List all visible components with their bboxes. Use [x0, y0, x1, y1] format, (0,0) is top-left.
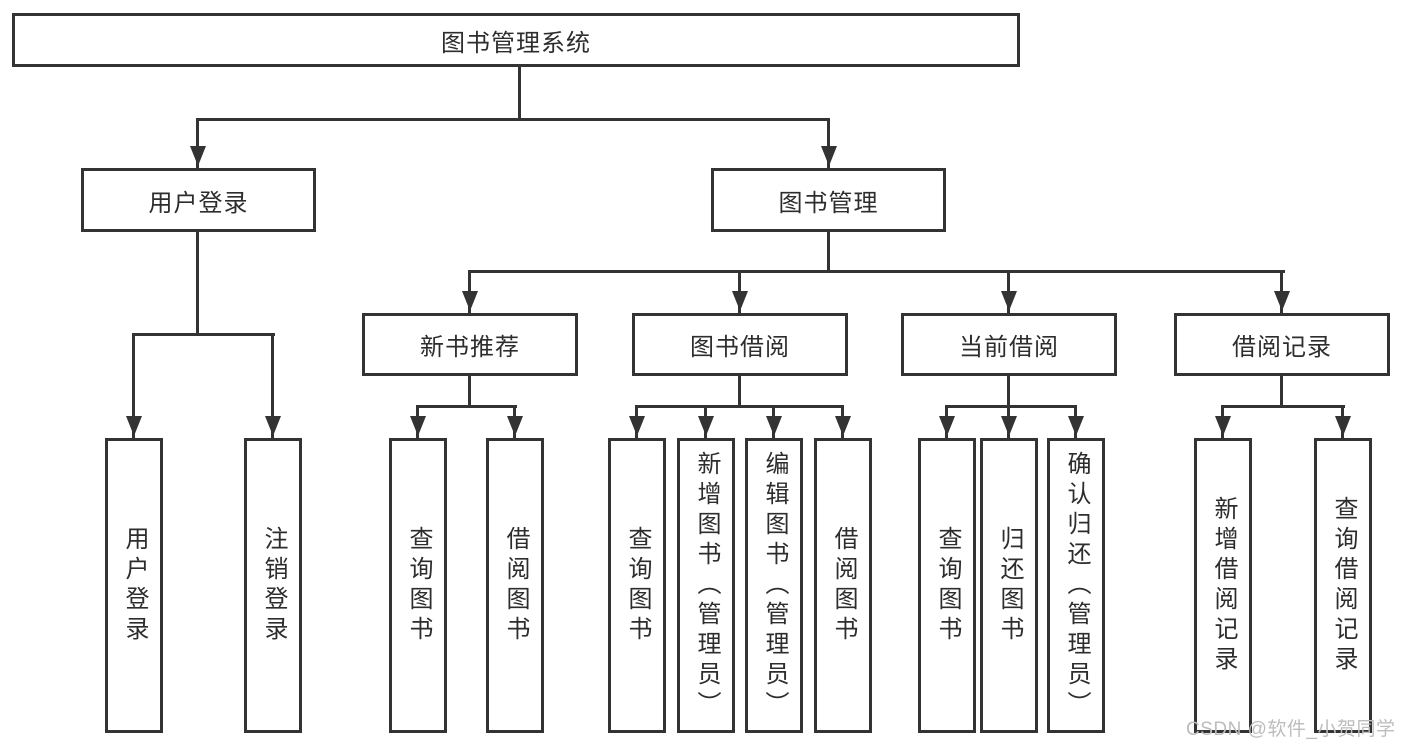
connector-book-stem — [827, 232, 830, 273]
leaf-label: 用户登录 — [121, 525, 148, 646]
arrowhead-down-icon — [1335, 416, 1351, 436]
leaf-label: 查询图书 — [934, 525, 961, 646]
node-book-management: 图书管理 — [711, 168, 946, 232]
arrowhead-down-icon — [462, 291, 478, 311]
connector-records-stem — [1280, 376, 1283, 408]
arrowhead-down-icon — [939, 416, 955, 436]
leaf-label: 新增借阅记录 — [1210, 495, 1237, 676]
node-label: 图书管理系统 — [441, 29, 591, 57]
arrowhead-down-icon — [732, 291, 748, 311]
node-new-book-recommend: 新书推荐 — [362, 313, 578, 376]
connector-current-stem — [1007, 376, 1010, 408]
connector-current-rail — [945, 405, 1077, 408]
connector-records-rail — [1221, 405, 1345, 408]
connector-borrow-rail — [635, 405, 844, 408]
node-book-borrow: 图书借阅 — [632, 313, 848, 376]
arrowhead-down-icon — [410, 416, 426, 436]
node-current-borrow: 当前借阅 — [901, 313, 1117, 376]
node-label: 借阅记录 — [1232, 334, 1332, 361]
leaf-label: 查询图书 — [405, 525, 432, 646]
arrowhead-down-icon — [507, 416, 523, 436]
arrowhead-down-icon — [126, 416, 142, 436]
leaf-label: 查询借阅记录 — [1330, 495, 1357, 676]
node-label: 新书推荐 — [420, 334, 520, 361]
leaf-label: 注销登录 — [260, 525, 287, 646]
node-label: 图书管理 — [778, 189, 879, 217]
arrowhead-down-icon — [1215, 416, 1231, 436]
leaf-borrow-books-recommend: 借阅图书 — [486, 438, 544, 733]
leaf-query-books-borrow: 查询图书 — [608, 438, 666, 733]
connector-root-rail — [197, 118, 830, 121]
arrowhead-down-icon — [821, 146, 837, 166]
leaf-label: 查询图书 — [624, 525, 651, 646]
arrowhead-down-icon — [1068, 416, 1084, 436]
arrowhead-down-icon — [1001, 291, 1017, 311]
arrowhead-down-icon — [190, 146, 206, 166]
connector-to-book-management — [827, 118, 830, 168]
leaf-label: 编辑图书（管理员） — [761, 450, 788, 721]
leaf-query-books-recommend: 查询图书 — [389, 438, 447, 733]
leaf-confirm-return-admin: 确认归还（管理员） — [1047, 438, 1105, 733]
leaf-label: 新增图书（管理员） — [693, 450, 720, 721]
leaf-edit-books-admin: 编辑图书（管理员） — [745, 438, 803, 733]
csdn-watermark: CSDN @软件_小贺同学 — [1186, 719, 1396, 740]
arrowhead-down-icon — [629, 416, 645, 436]
connector-recommend-stem — [468, 376, 471, 408]
leaf-query-borrow-record: 查询借阅记录 — [1314, 438, 1372, 733]
arrowhead-down-icon — [698, 416, 714, 436]
leaf-logout: 注销登录 — [244, 438, 302, 733]
leaf-label: 确认归还（管理员） — [1063, 450, 1090, 721]
arrowhead-down-icon — [265, 416, 281, 436]
node-library-management-system: 图书管理系统 — [12, 13, 1020, 67]
connector-user-stem — [196, 232, 199, 336]
connector-to-user-login — [196, 118, 199, 168]
leaf-label: 归还图书 — [996, 525, 1023, 646]
leaf-return-books: 归还图书 — [980, 438, 1038, 733]
leaf-user-login: 用户登录 — [105, 438, 163, 733]
connector-borrow-stem — [738, 376, 741, 408]
leaf-add-borrow-record: 新增借阅记录 — [1194, 438, 1252, 733]
leaf-label: 借阅图书 — [502, 525, 529, 646]
arrowhead-down-icon — [835, 416, 851, 436]
connector-user-rail — [132, 333, 275, 336]
node-user-login: 用户登录 — [81, 168, 316, 232]
node-label: 图书借阅 — [690, 334, 790, 361]
connector-book-rail — [468, 270, 1285, 273]
arrowhead-down-icon — [766, 416, 782, 436]
node-label: 用户登录 — [148, 189, 249, 217]
connector-recommend-rail — [416, 405, 517, 408]
connector-to-leaf — [132, 333, 135, 438]
node-borrow-records: 借阅记录 — [1174, 313, 1390, 376]
leaf-borrow-books: 借阅图书 — [814, 438, 872, 733]
node-label: 当前借阅 — [959, 334, 1059, 361]
leaf-add-books-admin: 新增图书（管理员） — [677, 438, 735, 733]
connector-to-leaf — [271, 333, 274, 438]
connector-root-stem — [518, 67, 521, 119]
arrowhead-down-icon — [1274, 291, 1290, 311]
leaf-label: 借阅图书 — [830, 525, 857, 646]
arrowhead-down-icon — [1001, 416, 1017, 436]
leaf-query-books-current: 查询图书 — [918, 438, 976, 733]
